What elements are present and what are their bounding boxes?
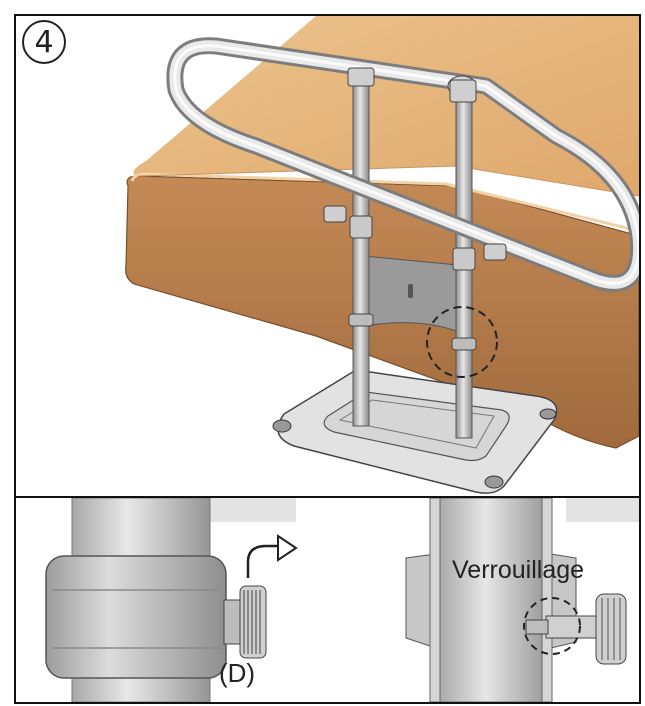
- handle-loop: [166, 37, 639, 292]
- knob-detail-illustration: [45, 498, 298, 702]
- overview-illustration: [125, 16, 639, 494]
- overview-panel: 4: [16, 16, 639, 496]
- lock-label: Verrouillage: [452, 556, 585, 584]
- step-number-badge: 4: [22, 20, 66, 64]
- curved-arrow-clockwise-icon: [246, 534, 298, 578]
- lock-detail-panel: Verrouillage: [326, 498, 639, 702]
- dashed-circle-icon: [426, 306, 498, 378]
- knob-label: (D): [219, 658, 256, 688]
- diagram-frame: 4: [14, 14, 641, 704]
- thumb-knob: [223, 585, 267, 659]
- knob-detail-panel: (D): [16, 498, 326, 702]
- rail-poles: [348, 83, 477, 439]
- panel-divider: [16, 496, 639, 498]
- lock-pin: [525, 593, 627, 665]
- dashed-circle-icon: [523, 597, 581, 655]
- lock-detail-illustration: [405, 498, 639, 702]
